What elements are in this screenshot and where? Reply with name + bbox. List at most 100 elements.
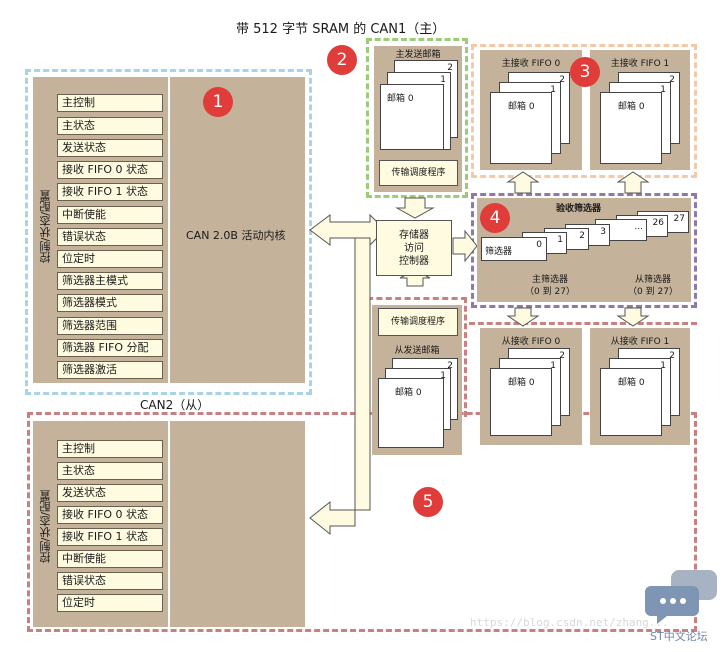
slave-tx-scheduler: 传输调度程序 bbox=[378, 308, 458, 336]
bus-arrows bbox=[309, 213, 385, 536]
rx1-paper-0: 邮箱 0 bbox=[600, 92, 662, 164]
slave-rx-region-frame bbox=[469, 322, 697, 325]
memory-line-3: 控制器 bbox=[399, 256, 429, 267]
master-filter-range: （0 到 27） bbox=[525, 287, 575, 297]
filter-num-0: 0 bbox=[536, 240, 542, 250]
memory-controller: 存储器 访问 控制器 bbox=[376, 220, 452, 276]
can2-reg-master-control: 主控制 bbox=[57, 440, 163, 458]
slave-rx1-title: 从接收 FIFO 1 bbox=[610, 337, 670, 347]
slave-tx-paper-0: 邮箱 0 bbox=[378, 378, 444, 448]
filter-card-0: 筛选器 0 bbox=[481, 237, 547, 261]
arrow-filter-to-slave-rx1 bbox=[616, 307, 650, 327]
rx-fifo0-title: 主接收 FIFO 0 bbox=[501, 59, 561, 69]
can2-reg-tx-status: 发送状态 bbox=[57, 484, 163, 502]
can1-reg-rx-fifo1-status: 接收 FIFO 1 状态 bbox=[57, 183, 163, 201]
rx0-paper-1-num: 1 bbox=[550, 85, 556, 95]
can2-reg-bit-timing: 位定时 bbox=[57, 594, 163, 612]
diagram-title: 带 512 字节 SRAM 的 CAN1（主） bbox=[236, 22, 446, 37]
tx-paper-1-num: 1 bbox=[440, 75, 446, 85]
can2-vertical-label: 控制/状态/配置 bbox=[39, 490, 52, 564]
filter-num-2: 2 bbox=[579, 231, 585, 241]
can1-core-label: CAN 2.0B 活动内核 bbox=[186, 229, 286, 242]
forum-chat-icon bbox=[645, 570, 717, 624]
memory-line-2: 访问 bbox=[404, 243, 424, 254]
can1-reg-tx-status: 发送状态 bbox=[57, 139, 163, 157]
rx-fifo-region-frame bbox=[471, 44, 697, 178]
can1-reg-filter-fifo-assign: 筛选器 FIFO 分配 bbox=[57, 339, 163, 357]
watermark-url: https://blog.csdn.net/zhang... bbox=[470, 616, 669, 629]
can2-divider bbox=[168, 421, 170, 627]
can1-bus-arrow bbox=[309, 213, 385, 247]
rx-fifo1-title: 主接收 FIFO 1 bbox=[610, 59, 670, 69]
can1-reg-filter-activation: 筛选器激活 bbox=[57, 361, 163, 379]
master-filter-label: 主筛选器 （0 到 27） bbox=[510, 274, 590, 298]
can2-reg-rx-fifo1-status: 接收 FIFO 1 状态 bbox=[57, 528, 163, 546]
slave-rx0-paper-0: 邮箱 0 bbox=[490, 368, 552, 436]
can1-reg-error-status: 错误状态 bbox=[57, 228, 163, 246]
rx-fifo0-mailbox-label: 邮箱 0 bbox=[508, 102, 535, 112]
can2-reg-master-status: 主状态 bbox=[57, 462, 163, 480]
slave-rx1-mailbox-label: 邮箱 0 bbox=[618, 378, 645, 388]
can2-reg-rx-fifo0-status: 接收 FIFO 0 状态 bbox=[57, 506, 163, 524]
can1-region-frame bbox=[25, 69, 312, 395]
tx-paper-0: 邮箱 0 bbox=[380, 84, 444, 150]
arrow-memory-to-filter bbox=[452, 229, 478, 263]
slave-rx1-paper-1-num: 1 bbox=[660, 361, 666, 371]
slave-filter-range: （0 到 27） bbox=[628, 287, 678, 297]
slave-tx-paper-1-num: 1 bbox=[440, 371, 446, 381]
filter-num-26: 26 bbox=[652, 218, 664, 228]
tx-mailbox-0-label: 邮箱 0 bbox=[387, 94, 414, 104]
can1-divider bbox=[168, 77, 170, 383]
rx-fifo1-mailbox-label: 邮箱 0 bbox=[618, 102, 645, 112]
slave-rx0-title: 从接收 FIFO 0 bbox=[501, 337, 561, 347]
rx1-paper-1-num: 1 bbox=[660, 85, 666, 95]
can1-reg-bit-timing: 位定时 bbox=[57, 250, 163, 268]
tx-scheduler: 传输调度程序 bbox=[379, 160, 458, 186]
can2-bus-arrow bbox=[309, 237, 371, 536]
badge-2: 2 bbox=[327, 45, 357, 75]
tx-paper-2-num: 2 bbox=[447, 63, 453, 73]
tx-mailbox-region-frame bbox=[366, 38, 468, 198]
slave-tx-title: 从发送邮箱 bbox=[394, 346, 440, 356]
can1-reg-filter-mode: 筛选器模式 bbox=[57, 294, 163, 312]
badge-5: 5 bbox=[413, 487, 443, 517]
can2-reg-interrupt-enable: 中断使能 bbox=[57, 550, 163, 568]
arrow-filter-to-slave-rx0 bbox=[506, 307, 540, 327]
badge-3: 3 bbox=[570, 57, 600, 87]
arrow-filter-to-rx0 bbox=[506, 171, 540, 194]
filter-num-27: 27 bbox=[673, 214, 685, 224]
can1-reg-filter-scale: 筛选器范围 bbox=[57, 317, 163, 335]
rx0-paper-2-num: 2 bbox=[559, 75, 565, 85]
rx1-paper-2-num: 2 bbox=[669, 75, 675, 85]
filter-label: 筛选器 bbox=[485, 247, 513, 257]
badge-4: 4 bbox=[480, 203, 510, 233]
rx0-paper-0: 邮箱 0 bbox=[490, 92, 552, 164]
memory-line-1: 存储器 bbox=[399, 230, 429, 241]
slave-filter-label: 从筛选器 （0 到 27） bbox=[618, 274, 688, 298]
can1-vertical-label: 控制/状态/配置 bbox=[39, 190, 52, 264]
can1-reg-interrupt-enable: 中断使能 bbox=[57, 206, 163, 224]
filter-title: 验收筛选器 bbox=[556, 204, 602, 214]
connector-arrows bbox=[395, 171, 650, 327]
can1-reg-filter-master-mode: 筛选器主模式 bbox=[57, 272, 163, 290]
can2-label: CAN2（从） bbox=[140, 398, 210, 412]
arrow-tx-to-memory bbox=[395, 197, 435, 219]
tx-mailbox-title: 主发送邮箱 bbox=[395, 50, 441, 60]
filter-num-ellipsis: ... bbox=[634, 222, 643, 232]
slave-tx-mailbox-label: 邮箱 0 bbox=[395, 388, 422, 398]
can1-reg-master-control: 主控制 bbox=[57, 94, 163, 112]
slave-tx-paper-2-num: 2 bbox=[447, 361, 453, 371]
can1-reg-master-status: 主状态 bbox=[57, 117, 163, 135]
filter-num-1: 1 bbox=[557, 235, 563, 245]
slave-rx1-paper-2-num: 2 bbox=[669, 351, 675, 361]
slave-rx0-paper-1-num: 1 bbox=[550, 361, 556, 371]
badge-1: 1 bbox=[203, 87, 233, 117]
can2-reg-error-status: 错误状态 bbox=[57, 572, 163, 590]
filter-num-3: 3 bbox=[600, 227, 606, 237]
slave-rx0-paper-2-num: 2 bbox=[559, 351, 565, 361]
arrow-filter-to-rx1 bbox=[616, 171, 650, 194]
can1-reg-rx-fifo0-status: 接收 FIFO 0 状态 bbox=[57, 161, 163, 179]
master-filter-name: 主筛选器 bbox=[531, 275, 568, 285]
slave-rx0-mailbox-label: 邮箱 0 bbox=[508, 378, 535, 388]
forum-name: ST中文论坛 bbox=[650, 630, 708, 643]
